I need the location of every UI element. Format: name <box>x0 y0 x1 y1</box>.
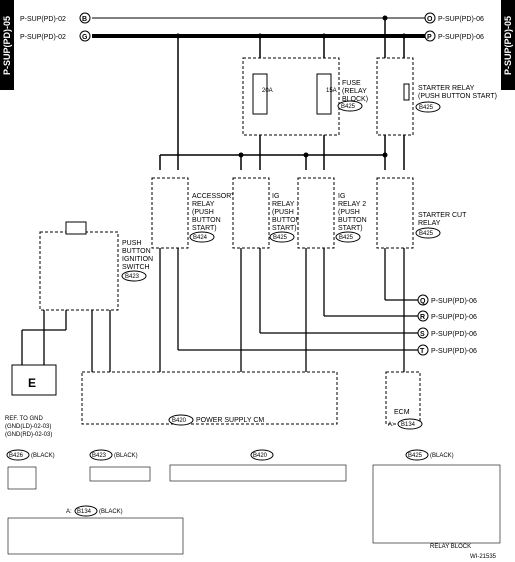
figure-id: WI-21535 <box>470 554 497 560</box>
bus-right-label-2: P-SUP(PD)-06 <box>438 34 484 41</box>
conn-b423-id: B423 <box>92 453 107 459</box>
fuse-1-rating: 20A <box>262 88 273 94</box>
bus-link-r-letter: R <box>420 314 425 321</box>
ig-relay-2-id: B425 <box>339 235 354 241</box>
fuse-block-id: B425 <box>341 104 356 110</box>
b134-id: B134 <box>77 509 92 515</box>
conn-b420-id: B420 <box>253 453 268 459</box>
conn-b426-color: (BLACK) <box>31 453 55 459</box>
ground-ref-label: REF. TO GND(GND(LD)-02-03)(GND(RD)-02-03… <box>5 416 52 438</box>
ecm-prefix: A: <box>388 422 394 428</box>
ground-connector: E REF. TO GND(GND(LD)-02-03)(GND(RD)-02-… <box>5 364 57 438</box>
bus-link-wires <box>159 248 418 372</box>
bus-link-t-letter: T <box>420 348 425 355</box>
bus-left-letter-2: G <box>82 34 88 41</box>
bus-link-markers: Q P-SUP(PD)-06 R P-SUP(PD)-06 S P-SUP(PD… <box>417 294 477 356</box>
b134-color: (BLACK) <box>99 509 123 515</box>
junction-dots <box>175 15 407 158</box>
bus-left-label-1: P-SUP(PD)-02 <box>20 16 66 23</box>
bus-link-s-label: P-SUP(PD)-06 <box>431 331 477 338</box>
conn-b425-id: B425 <box>408 453 423 459</box>
switch-wires <box>21 310 111 372</box>
accessory-relay-id: B424 <box>193 235 208 241</box>
power-supply-cm-id: B420 <box>172 418 187 424</box>
bus-link-s-letter: S <box>420 331 425 338</box>
bus-link-q-label: P-SUP(PD)-06 <box>431 298 477 305</box>
starter-cut-relay-id: B425 <box>419 231 434 237</box>
ig-relay-1-id: B425 <box>273 235 288 241</box>
bus-right-label-1: P-SUP(PD)-06 <box>438 16 484 23</box>
conn-b425-color: (BLACK) <box>430 453 454 459</box>
top-buses <box>92 17 430 38</box>
power-supply-cm-label: POWER SUPPLY CM <box>196 417 264 424</box>
conn-b426-id: B426 <box>9 453 24 459</box>
ecm-label: ECM <box>394 409 410 416</box>
starter-relay-label: STARTER RELAY(PUSH BUTTON START) <box>418 85 497 100</box>
bus-link-q-letter: Q <box>420 298 426 305</box>
bus-labels: P-SUP(PD)-02 B P-SUP(PD)-02 G O P-SUP(PD… <box>20 12 484 42</box>
bus-left-letter-1: B <box>82 16 87 23</box>
power-supply-cm: B420 POWER SUPPLY CM <box>81 371 338 426</box>
push-button-switch-id: B423 <box>125 274 140 280</box>
connector-legends: B426 (BLACK) B423 (BLACK) B420 B425 (BLA… <box>6 449 497 560</box>
vertical-wires <box>159 18 405 170</box>
bus-right-letter-1: O <box>427 16 433 23</box>
starter-relay-id: B425 <box>419 105 434 111</box>
bus-right-letter-2: P <box>427 34 432 41</box>
b134-prefix: A: <box>66 509 72 515</box>
starter-relay: STARTER RELAY(PUSH BUTTON START) B425 <box>376 57 497 136</box>
ecm-id: B134 <box>401 422 416 428</box>
connector-faces <box>7 464 501 555</box>
ecm: ECM A: B134 <box>385 371 423 430</box>
bus-left-label-2: P-SUP(PD)-02 <box>20 34 66 41</box>
bus-link-t-label: P-SUP(PD)-06 <box>431 348 477 355</box>
conn-b423-color: (BLACK) <box>114 453 138 459</box>
ground-letter: E <box>28 376 36 390</box>
fuse-2-rating: 15A <box>326 88 337 94</box>
relay-block-label: RELAY BLOCK <box>430 544 471 550</box>
bus-link-r-label: P-SUP(PD)-06 <box>431 314 477 321</box>
